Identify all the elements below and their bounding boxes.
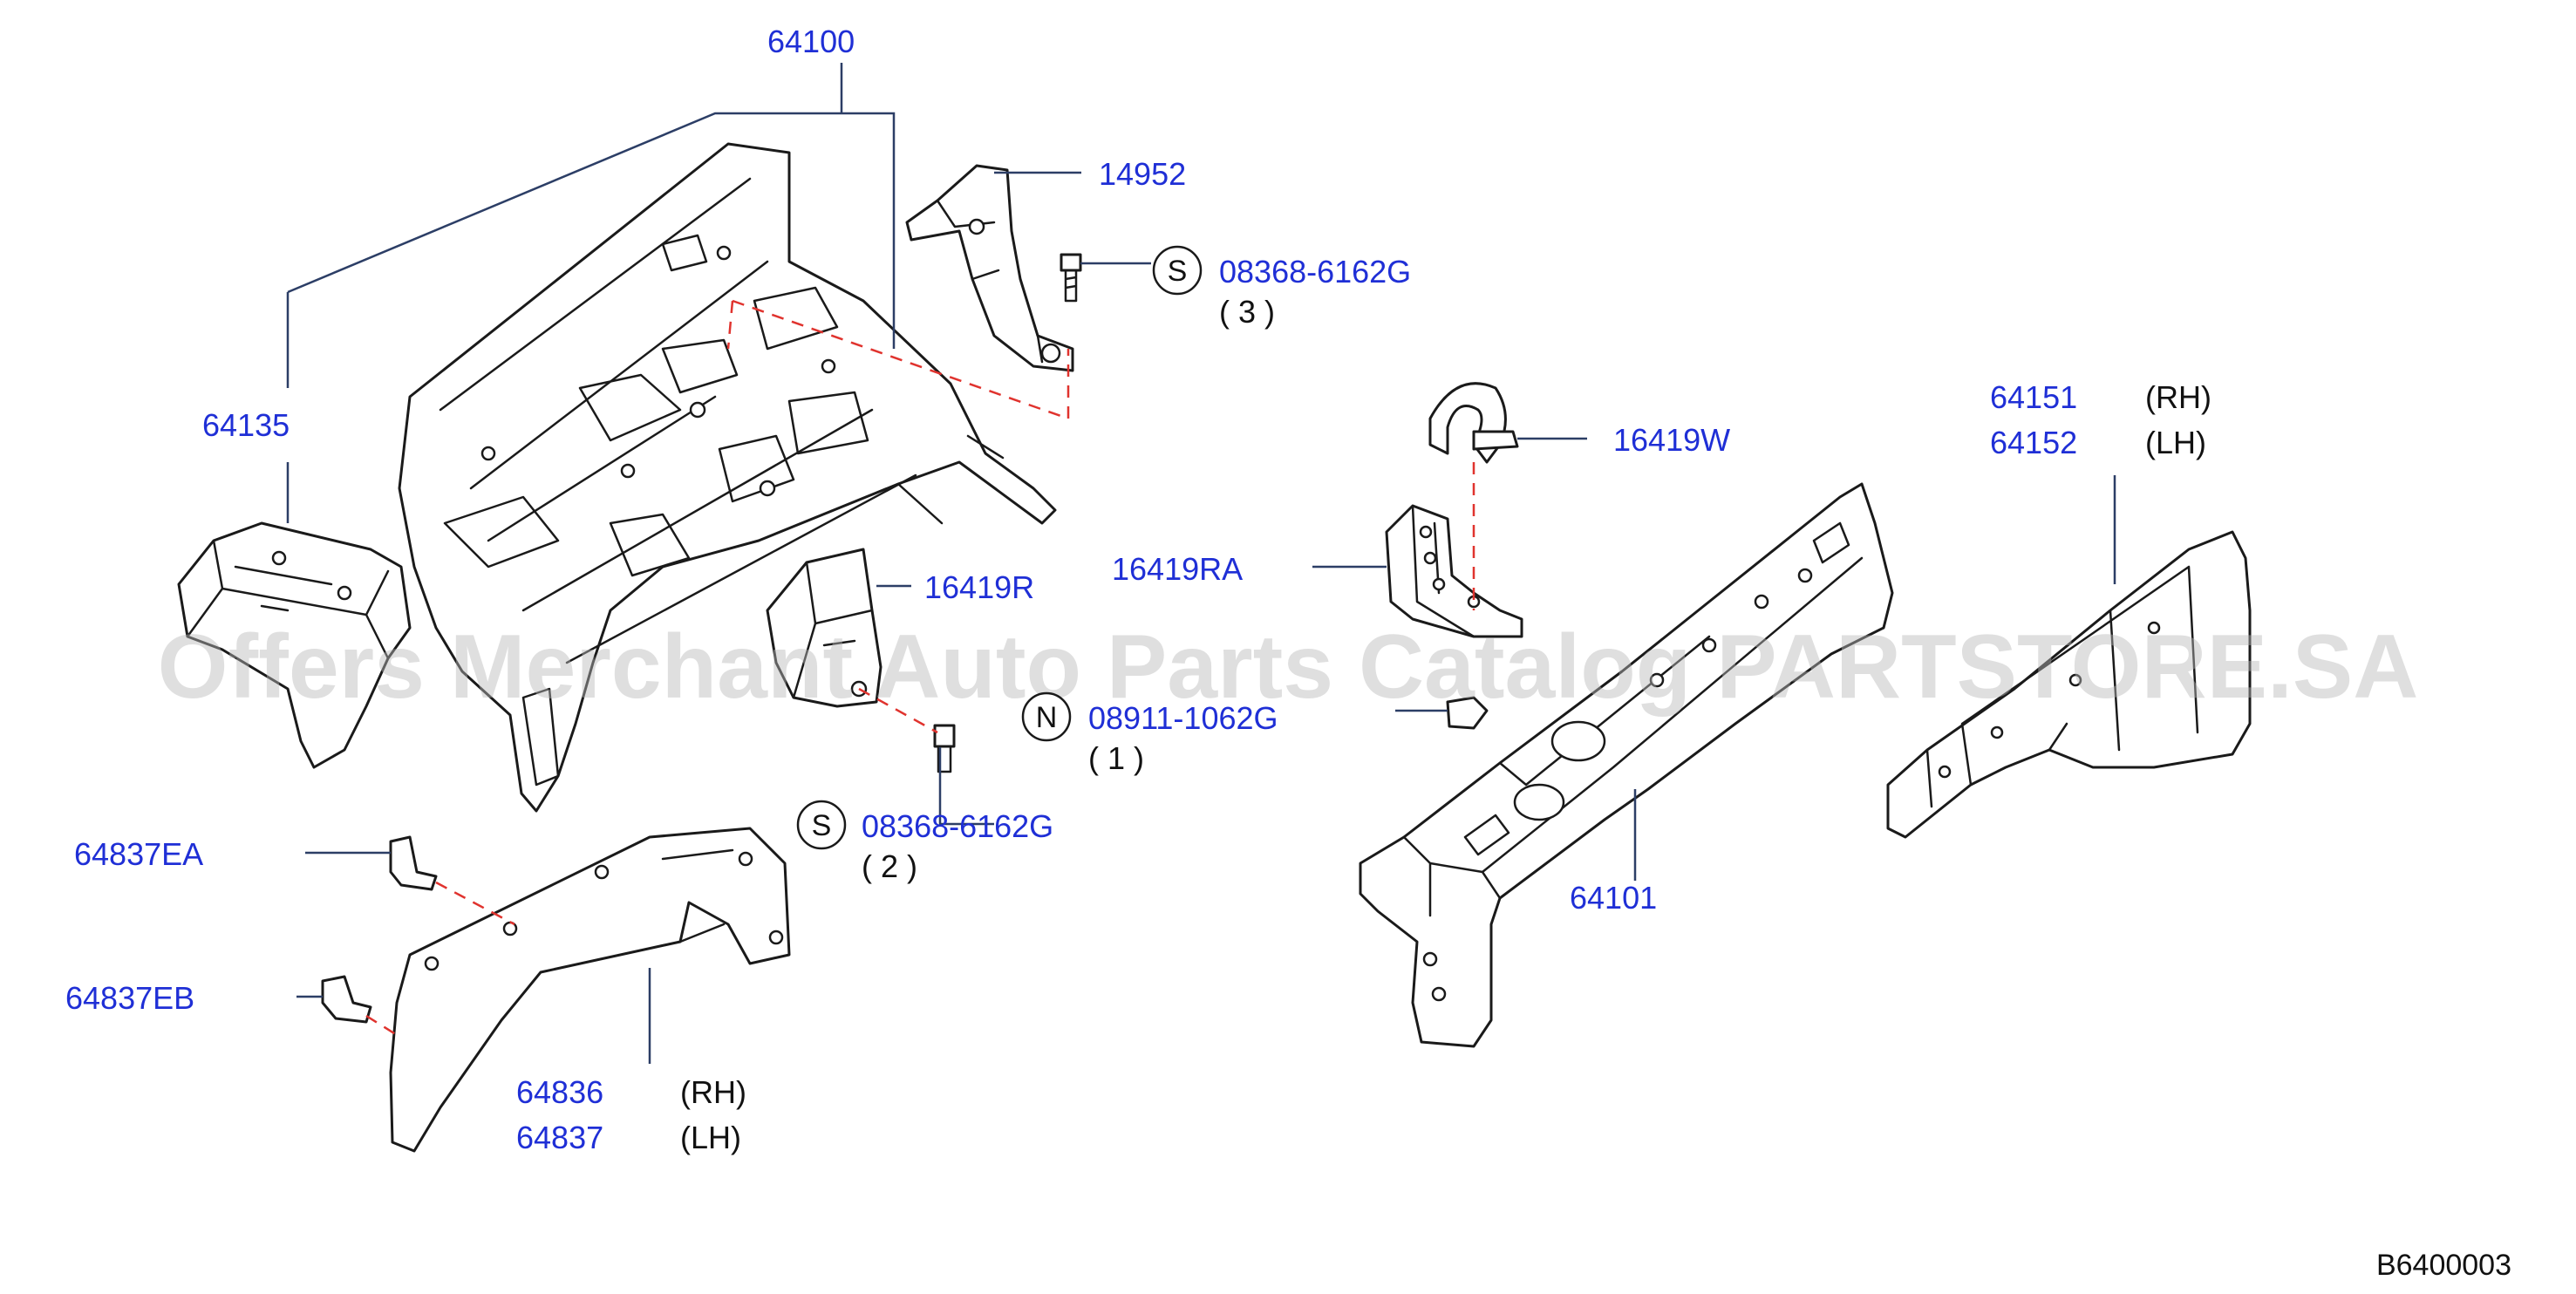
fastener-symbol: N (1036, 701, 1058, 734)
qualifier-rh-64151: (RH) (2145, 379, 2211, 415)
leader-lines (286, 63, 2116, 1064)
bolt-08368-6162G-upper[interactable] (1060, 253, 1082, 303)
callout-16419R[interactable]: 16419R (924, 569, 1034, 605)
bracket-16419RA[interactable] (1385, 504, 1523, 638)
assembly-dash-lines (365, 299, 1475, 1039)
symbol-circle (796, 800, 847, 850)
callout-labels: 64100 14952 64135 16419R 16419RA 16419W … (65, 24, 2211, 1155)
callout-64151[interactable]: 64151 (1990, 379, 2077, 415)
fastener-callout-2[interactable]: N 08911-1062G ( 1 ) (1021, 691, 1278, 776)
callout-64152[interactable]: 64152 (1990, 425, 2077, 460)
fastener-quantity: ( 1 ) (1088, 740, 1144, 776)
bolt-08911-1062G[interactable] (933, 724, 956, 773)
fastener-symbol: S (812, 809, 832, 842)
callout-64100[interactable]: 64100 (767, 24, 855, 59)
callout-14952[interactable]: 14952 (1099, 156, 1186, 192)
clip-64837EB[interactable] (321, 975, 372, 1024)
callout-64837[interactable]: 64837 (516, 1120, 603, 1155)
qualifier-lh-64837: (LH) (680, 1120, 741, 1155)
fastener-callout-3[interactable]: S 08368-6162G ( 2 ) (796, 800, 1053, 884)
callout-64837EA[interactable]: 64837EA (74, 836, 203, 872)
nut-16419RA[interactable] (1446, 696, 1489, 730)
fastener-part-number: 08911-1062G (1088, 700, 1278, 736)
fastener-callout-1[interactable]: S 08368-6162G ( 3 ) (1152, 245, 1411, 330)
clip-64837EA[interactable] (389, 835, 438, 891)
fastener-quantity: ( 3 ) (1219, 294, 1275, 330)
fastener-quantity: ( 2 ) (862, 848, 917, 884)
rail-64151-64152[interactable] (1886, 530, 2252, 839)
qualifier-lh-64152: (LH) (2145, 425, 2206, 460)
bracket-16419R[interactable] (766, 548, 883, 708)
panel-64836-64837[interactable] (389, 827, 791, 1153)
fastener-part-number: 08368-6162G (862, 808, 1053, 844)
watermark: Offers Merchant Auto Parts Catalog PARTS… (158, 616, 2419, 718)
symbol-circle (1021, 691, 1072, 742)
callout-16419RA[interactable]: 16419RA (1112, 551, 1243, 587)
side-member-64101[interactable] (1359, 482, 1894, 1048)
callout-64837EB[interactable]: 64837EB (65, 980, 194, 1016)
fastener-symbol: S (1168, 255, 1188, 288)
bracket-14952[interactable] (905, 164, 1074, 372)
fastener-part-number: 08368-6162G (1219, 254, 1411, 289)
hoodledge-assembly-64100[interactable] (398, 142, 1057, 813)
callout-64135[interactable]: 64135 (202, 407, 290, 443)
qualifier-rh-64836: (RH) (680, 1074, 746, 1110)
callout-64101[interactable]: 64101 (1570, 880, 1657, 916)
bracket-64135[interactable] (177, 521, 412, 769)
callout-16419W[interactable]: 16419W (1613, 422, 1730, 458)
callout-64836[interactable]: 64836 (516, 1074, 603, 1110)
clamp-16419W[interactable] (1428, 382, 1519, 464)
diagram-reference-code: B6400003 (2376, 1249, 2511, 1282)
symbol-circle (1152, 245, 1203, 296)
